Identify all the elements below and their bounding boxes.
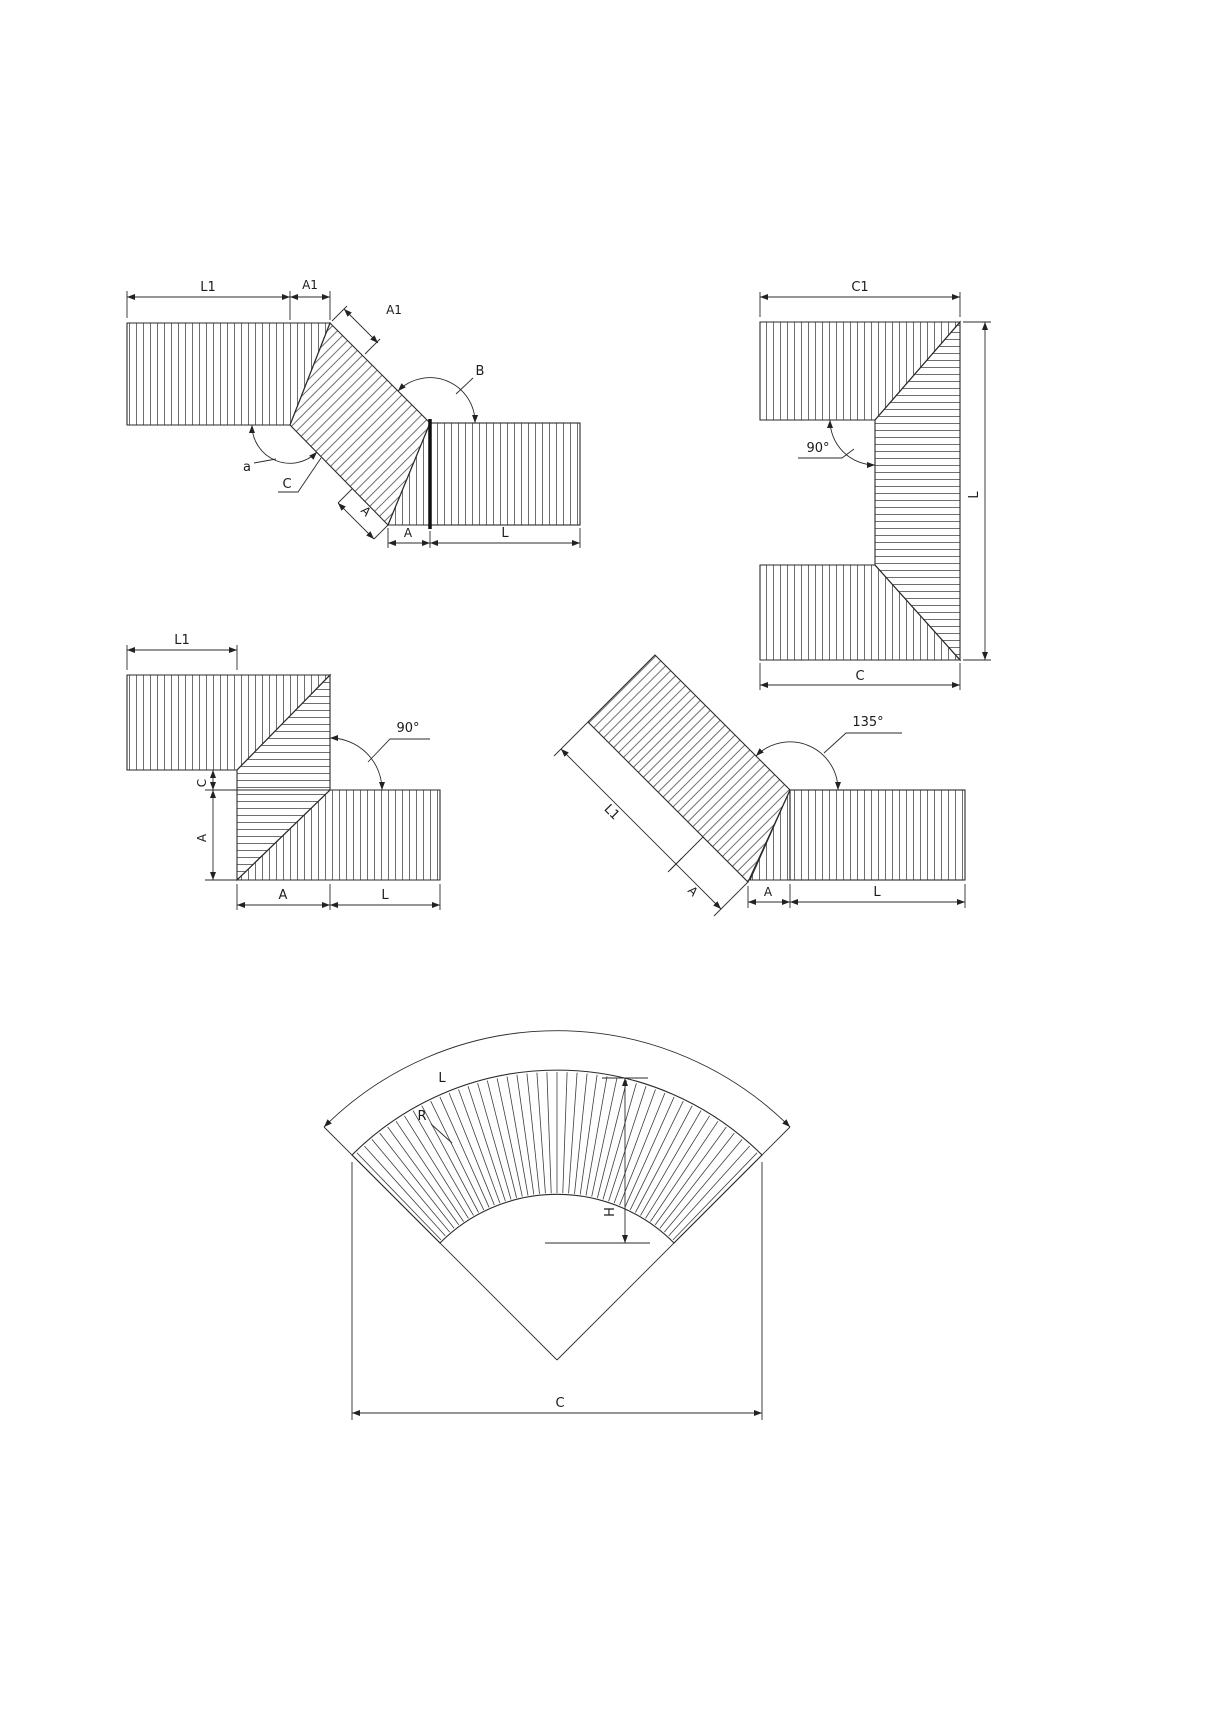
dimension-lines: [126, 291, 581, 548]
diagram-curve-segment: L R H C: [323, 1030, 791, 1420]
belt-segments: [126, 322, 581, 529]
dim-label-l: L: [873, 885, 881, 900]
dim-label-c: C: [555, 1396, 564, 1411]
dimension-lines: [126, 645, 441, 910]
dim-label-l1: L1: [200, 280, 216, 295]
belt-right-horizontal: [429, 422, 581, 526]
dim-label-l: L: [501, 526, 509, 541]
dim-label-c: C: [282, 477, 291, 492]
dim-label-a1-top: A1: [302, 278, 318, 292]
dim-label-l1: L1: [174, 633, 190, 648]
dim-label-c: C: [195, 779, 209, 787]
belt-segments: [126, 673, 441, 882]
belt-right-horizontal: [235, 789, 441, 881]
dim-label-a-diagonal: A: [685, 883, 701, 899]
dim-label-a-bottom: A: [404, 526, 413, 540]
angle-label-b: B: [476, 364, 485, 379]
angle-label-90: 90°: [396, 721, 419, 736]
dim-label-a1-diagonal: A1: [386, 303, 402, 317]
dim-label-l1: L1: [601, 802, 623, 824]
belt-bottom-horizontal: [759, 564, 962, 661]
dim-label-h: H: [603, 1207, 618, 1217]
belt-segments: [587, 654, 966, 883]
dim-label-a-bottom: A: [764, 885, 773, 899]
belt-right-horizontal: [789, 789, 966, 881]
diagram-corner-90: L1 90° C A A L: [126, 633, 441, 910]
dim-label-l: L: [967, 491, 982, 499]
dim-label-l: L: [381, 888, 389, 903]
dim-label-c: C: [855, 669, 864, 684]
dim-label-a-side: A: [195, 833, 209, 842]
dimension-lines: [759, 292, 991, 690]
dim-label-r: R: [417, 1109, 426, 1124]
curve-roller-hatch: [356, 1072, 758, 1241]
dimension-lines: [323, 1030, 791, 1420]
angle-label-135: 135°: [852, 715, 883, 730]
angle-label-90: 90°: [806, 441, 829, 456]
diagram-angle-135: 135° L1 A A L: [553, 654, 966, 917]
dim-label-l: L: [438, 1071, 446, 1086]
dimension-lines: [553, 721, 966, 917]
dim-label-a-bottom: A: [279, 888, 288, 903]
angle-label-a: a: [243, 460, 251, 475]
dim-label-c1: C1: [851, 280, 868, 295]
diagram-u-shape-90: C1 90° L C: [759, 280, 991, 690]
diagram-45-offset-joint: L1 A1 A1 B a C A A L: [126, 278, 581, 548]
belt-segments: [759, 320, 962, 662]
